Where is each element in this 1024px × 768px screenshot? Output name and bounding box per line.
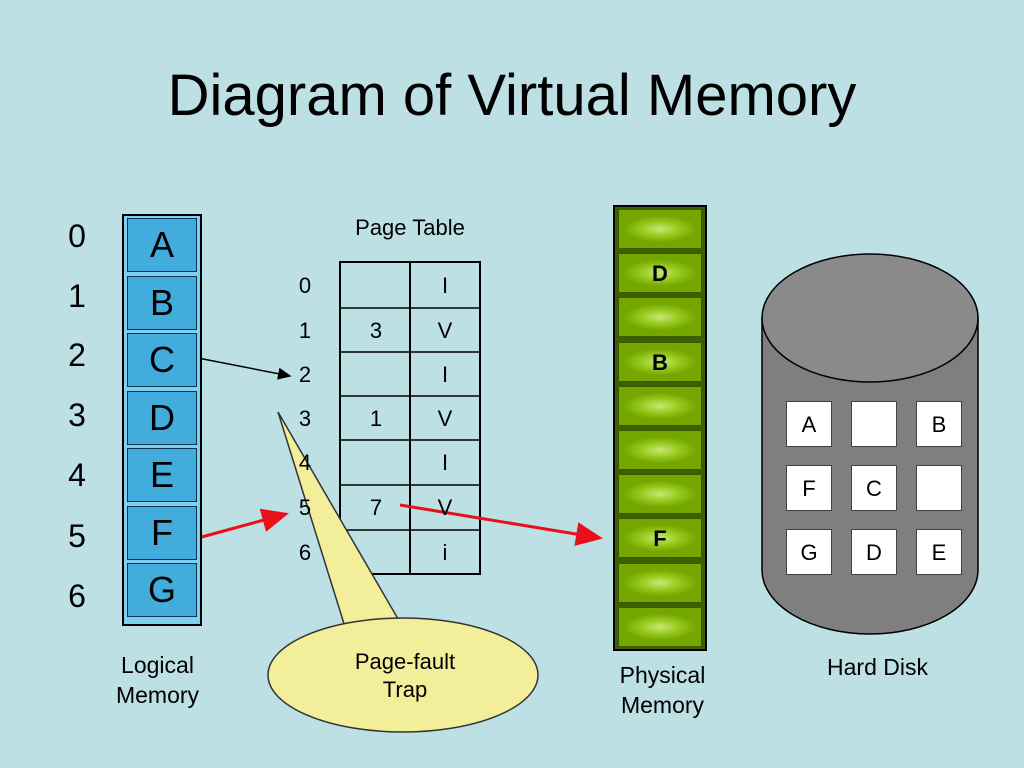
physical-frame: D	[618, 253, 702, 294]
arrow-page-table-to-physical	[399, 503, 603, 546]
page-table-valid-bit: i	[442, 540, 448, 565]
physical-frame	[618, 606, 702, 647]
caption-line: Physical	[619, 662, 706, 688]
page-table-index: 2	[298, 362, 312, 387]
callout-line: Page-fault	[354, 649, 456, 674]
page-table-index: 4	[298, 450, 312, 475]
caption-line: Memory	[115, 682, 200, 708]
page-table-valid-bit: I	[441, 362, 449, 387]
page-table-valid-bit: V	[437, 495, 453, 520]
logical-page-e: E	[127, 448, 197, 502]
physical-frame	[618, 297, 702, 338]
disk-block: G	[786, 529, 832, 575]
page-table-frame-number: 7	[369, 495, 383, 520]
page-table-title: Page Table	[355, 215, 465, 240]
disk-block: C	[851, 465, 897, 511]
logical-index: 4	[68, 457, 86, 493]
disk-block	[916, 465, 962, 511]
physical-frame: B	[618, 341, 702, 382]
disk-block: B	[916, 401, 962, 447]
physical-frame	[618, 385, 702, 426]
physical-frame	[618, 474, 702, 515]
logical-index: 2	[68, 337, 86, 373]
caption-line: Memory	[620, 692, 705, 718]
logical-page-d: D	[127, 390, 197, 445]
disk-block	[851, 401, 897, 447]
logical-memory-caption: Logical Memory	[105, 650, 210, 710]
disk-block: A	[786, 401, 832, 447]
logical-index: 0	[68, 218, 86, 254]
page-fault-callout	[267, 411, 539, 733]
page-table-index: 3	[298, 406, 312, 431]
page-table-index: 6	[298, 540, 312, 565]
page-title: Diagram of Virtual Memory	[167, 63, 857, 128]
logical-index: 3	[68, 397, 86, 433]
disk-block: F	[786, 465, 832, 511]
disk-block: D	[851, 529, 897, 575]
page-table-index: 0	[298, 273, 312, 298]
callout-line: Trap	[382, 677, 428, 702]
logical-index: 1	[68, 278, 86, 314]
logical-index: 6	[68, 578, 86, 614]
disk-block: E	[916, 529, 962, 575]
arrow-f-to-page-table	[197, 508, 289, 540]
logical-index: 5	[68, 518, 86, 554]
arrow-c-to-page-table	[197, 357, 292, 380]
page-fault-label: Page-fault Trap	[330, 648, 480, 704]
page-table-frame-number: 3	[369, 318, 383, 343]
logical-page-c: C	[127, 333, 197, 387]
page-table-valid-bit: I	[441, 273, 449, 298]
logical-page-f: F	[127, 505, 197, 560]
page-table-valid-bit: V	[437, 318, 453, 343]
physical-memory-caption: Physical Memory	[605, 660, 720, 720]
physical-frame: F	[618, 518, 702, 559]
page-table-valid-bit: V	[437, 406, 453, 431]
physical-frame	[618, 209, 702, 249]
page-table-valid-bit: I	[441, 450, 449, 475]
page-table-index: 1	[298, 318, 312, 343]
logical-page-b: B	[127, 275, 197, 330]
logical-page-g: G	[127, 563, 197, 617]
page-table-frame-number: 1	[369, 406, 383, 431]
physical-frame	[618, 562, 702, 603]
hard-disk-caption: Hard Disk	[827, 654, 928, 680]
page-table-grid	[339, 261, 481, 575]
logical-page-a: A	[127, 218, 197, 272]
caption-line: Logical	[121, 652, 194, 678]
physical-frame	[618, 430, 702, 470]
page-table-index: 5	[298, 495, 312, 520]
